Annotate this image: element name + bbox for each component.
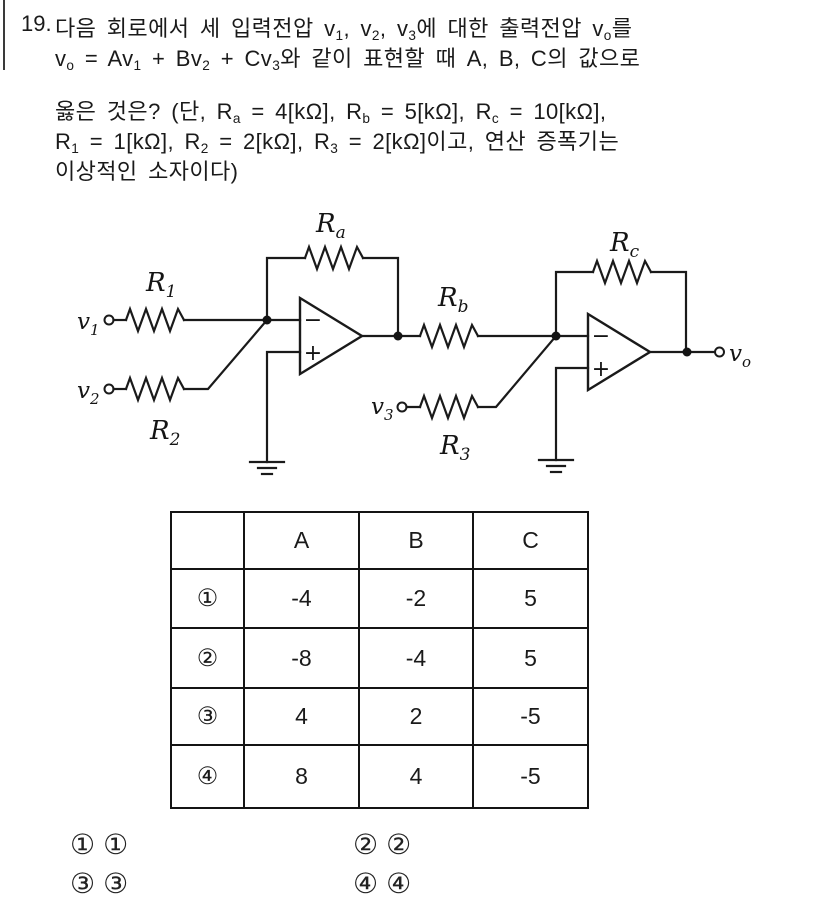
label-vo: vo — [729, 341, 751, 371]
table-cell: -4 — [358, 627, 474, 689]
input-v1-branch — [103, 305, 302, 335]
answer-option-4[interactable]: ④ ④ — [353, 869, 411, 899]
question-line-5: 이상적인 소자이다) — [55, 159, 239, 184]
node-dot-4 — [682, 347, 692, 357]
option-marker: ② — [353, 829, 379, 860]
answer-option-2[interactable]: ② ② — [353, 830, 411, 860]
label-rc: Rc — [609, 228, 640, 262]
table-cell: 4 — [243, 687, 360, 746]
opamp1: − + — [248, 295, 365, 476]
option-value: ④ — [386, 868, 412, 899]
label-r3: R3 — [439, 431, 470, 465]
opamp1-minus-symbol: − — [304, 308, 322, 333]
row-marker: ② — [170, 627, 245, 689]
table-row: ② -8 -4 5 — [170, 627, 589, 689]
v3-terminal — [396, 401, 408, 413]
resistor-rc — [591, 257, 653, 287]
resistor-r2 — [124, 374, 186, 404]
opamp2: − + — [537, 311, 653, 474]
feedback-rc-branch — [554, 257, 688, 354]
table-header-row: A B C — [170, 511, 589, 570]
node-dot-3 — [551, 331, 561, 341]
label-r2: R2 — [149, 416, 180, 450]
ground1-symbol — [248, 460, 286, 476]
table-row: ① -4 -2 5 — [170, 568, 589, 629]
node-dot-1 — [262, 315, 272, 325]
table-cell: 2 — [358, 687, 474, 746]
resistor-ra — [303, 243, 365, 273]
label-rb: Rb — [437, 283, 468, 317]
option-value: ① — [103, 829, 129, 860]
question-line-4: R1 = 1[kΩ], R2 = 2[kΩ], R3 = 2[kΩ]이고, 연산… — [55, 129, 620, 157]
interstage-rb-branch — [360, 321, 590, 351]
table-cell: -4 — [243, 568, 360, 629]
input-v3-branch — [396, 334, 558, 422]
label-ra: Ra — [315, 209, 346, 243]
table-cell: 5 — [472, 627, 589, 689]
feedback-ra-branch — [265, 243, 400, 338]
option-value: ③ — [103, 868, 129, 899]
table-cell: 8 — [243, 744, 360, 809]
option-marker: ④ — [353, 868, 379, 899]
table-cell: 5 — [472, 568, 589, 629]
table-cell: 4 — [358, 744, 474, 809]
option-value: ② — [386, 829, 412, 860]
opamp-circuit-diagram: − + — [77, 209, 751, 476]
resistor-rb — [418, 321, 480, 351]
opamp1-noninverting-wire — [265, 350, 302, 464]
table-header-b: B — [358, 511, 474, 570]
opamp2-plus-symbol: + — [592, 357, 610, 382]
question-line-1: 다음 회로에서 세 입력전압 v1, v2, v3에 대한 출력전압 vo를 — [55, 16, 633, 44]
resistor-r3 — [418, 392, 480, 422]
table-cell: -2 — [358, 568, 474, 629]
resistor-r1 — [124, 305, 186, 335]
table-header-blank — [170, 511, 245, 570]
row-marker: ① — [170, 568, 245, 629]
table-cell: -8 — [243, 627, 360, 689]
v1-terminal — [103, 314, 115, 326]
v2-terminal — [103, 383, 115, 395]
answer-option-1[interactable]: ① ① — [70, 830, 128, 860]
vo-terminal — [714, 346, 725, 358]
table-header-a: A — [243, 511, 360, 570]
row-marker: ④ — [170, 744, 245, 809]
opamp2-minus-symbol: − — [592, 324, 610, 349]
label-v3: v3 — [371, 394, 394, 424]
row-marker: ③ — [170, 687, 245, 746]
answer-option-3[interactable]: ③ ③ — [70, 869, 128, 899]
table-header-c: C — [472, 511, 589, 570]
ground2-symbol — [537, 458, 575, 474]
table-cell: -5 — [472, 687, 589, 746]
option-marker: ③ — [70, 868, 96, 899]
label-v1: v1 — [77, 309, 100, 339]
input-v2-branch — [103, 318, 269, 404]
opamp2-noninverting-wire — [554, 366, 590, 462]
table-row: ③ 4 2 -5 — [170, 687, 589, 746]
opamp1-triangle — [298, 295, 365, 377]
opamp2-triangle — [586, 311, 653, 393]
question-line-3: 옳은 것은? (단, Ra = 4[kΩ], Rb = 5[kΩ], Rc = … — [55, 99, 607, 127]
page-edge-rule — [3, 0, 5, 70]
label-r1: R1 — [145, 268, 176, 302]
question-number: 19. — [21, 11, 52, 36]
label-v2: v2 — [77, 378, 100, 408]
answer-table: A B C ① -4 -2 5 ② -8 -4 5 ③ 4 2 -5 ④ 8 4… — [170, 511, 589, 809]
table-cell: -5 — [472, 744, 589, 809]
option-marker: ① — [70, 829, 96, 860]
node-dot-2 — [393, 331, 403, 341]
question-line-2: vo = Av1 + Bv2 + Cv3와 같이 표현할 때 A, B, C의 … — [55, 46, 641, 74]
table-row: ④ 8 4 -5 — [170, 744, 589, 809]
opamp1-plus-symbol: + — [304, 341, 322, 366]
